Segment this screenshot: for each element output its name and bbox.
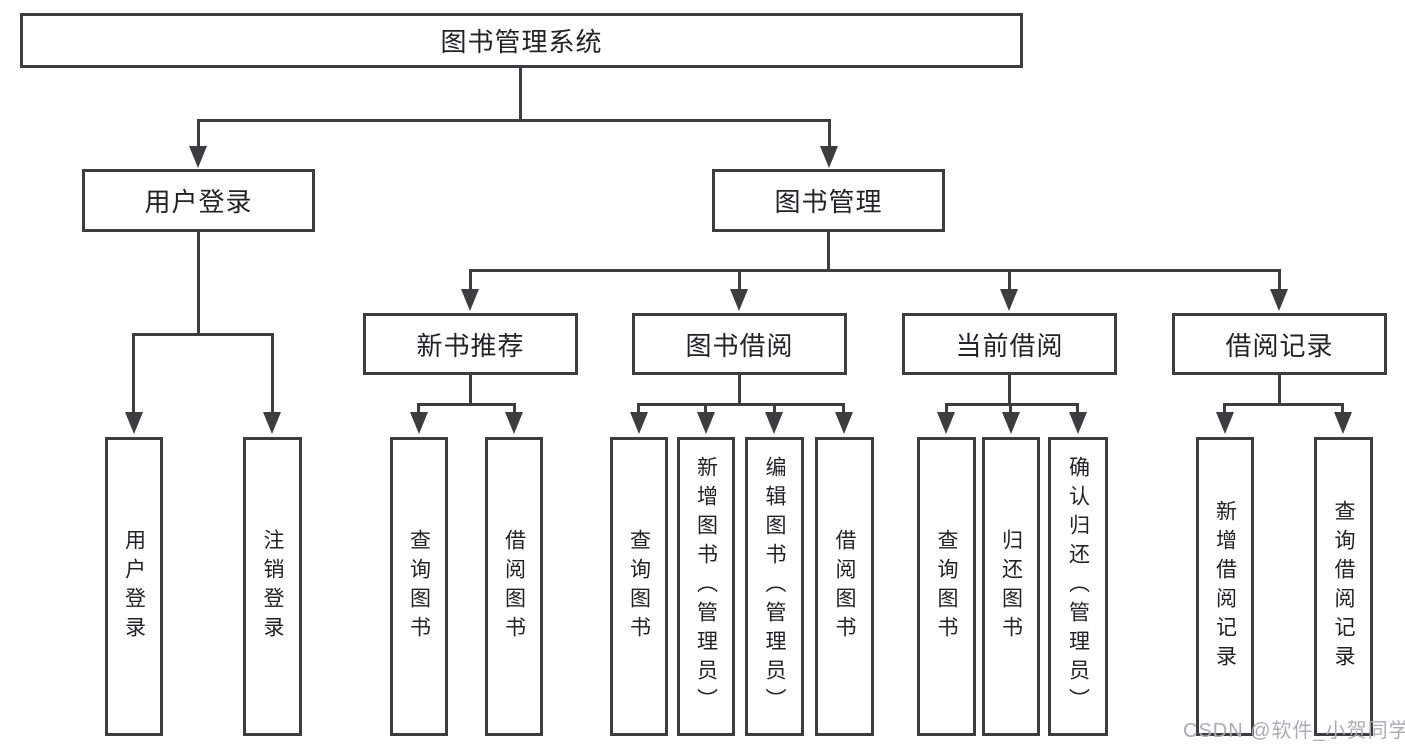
arrow-down-icon (765, 412, 783, 434)
leaf-confirm-return-admin-label: 确认归还（管理员） (1066, 456, 1090, 717)
arrow-down-icon (820, 146, 838, 168)
connector-line (197, 232, 200, 336)
arrow-down-icon (1069, 412, 1087, 434)
leaf-add-borrow-record: 新增借阅记录 (1196, 437, 1254, 736)
connector-line (1008, 269, 1011, 293)
connector-line (637, 403, 640, 417)
connector-line (417, 403, 420, 417)
connector-line (417, 403, 516, 406)
leaf-borrow-books-recommend-label: 借阅图书 (502, 528, 526, 645)
arrow-down-icon (630, 412, 648, 434)
connector-line (132, 333, 273, 336)
arrow-down-icon (835, 412, 853, 434)
connector-line (197, 119, 200, 149)
leaf-borrow-books-borrowing: 借阅图书 (815, 437, 874, 736)
arrow-down-icon (1334, 412, 1352, 434)
arrow-down-icon (1270, 289, 1288, 311)
leaf-query-books-recommend: 查询图书 (390, 437, 448, 736)
leaf-query-books-current-label: 查询图书 (935, 528, 958, 645)
connector-line (1076, 403, 1079, 417)
arrow-down-icon (410, 412, 428, 434)
arrow-down-icon (937, 412, 955, 434)
leaf-query-borrow-record-label: 查询借阅记录 (1332, 499, 1355, 674)
leaf-logout: 注销登录 (243, 437, 302, 736)
connector-line (1223, 403, 1344, 406)
connector-line (827, 232, 830, 272)
leaf-edit-books-admin-label: 编辑图书（管理员） (763, 456, 786, 717)
node-book-borrowing: 图书借阅 (632, 313, 847, 375)
connector-line (469, 375, 472, 406)
connector-line (828, 119, 831, 149)
leaf-query-borrow-record: 查询借阅记录 (1314, 437, 1373, 736)
arrow-down-icon (263, 412, 281, 434)
leaf-query-books-current: 查询图书 (917, 437, 976, 736)
node-current-borrowing: 当前借阅 (902, 313, 1117, 375)
arrow-down-icon (505, 412, 523, 434)
connector-line (519, 68, 522, 121)
leaf-return-books-label: 归还图书 (999, 528, 1023, 645)
arrow-down-icon (730, 289, 748, 311)
connector-line (1223, 403, 1226, 417)
leaf-add-books-admin: 新增图书（管理员） (677, 437, 735, 736)
connector-line (469, 269, 472, 293)
connector-line (738, 375, 741, 406)
connector-line (271, 333, 274, 415)
node-borrowing-records: 借阅记录 (1172, 313, 1387, 375)
connector-line (197, 119, 831, 122)
connector-line (704, 403, 707, 417)
arrow-down-icon (697, 412, 715, 434)
leaf-user-login: 用户登录 (105, 437, 163, 736)
node-library-management-system: 图书管理系统 (20, 13, 1023, 68)
connector-line (842, 403, 845, 417)
node-user-login: 用户登录 (82, 169, 315, 232)
leaf-add-books-admin-label: 新增图书（管理员） (694, 456, 718, 717)
connector-line (945, 403, 948, 417)
connector-line (637, 403, 845, 406)
leaf-borrow-books-recommend: 借阅图书 (485, 437, 543, 736)
connector-line (513, 403, 516, 417)
connector-line (773, 403, 776, 417)
leaf-query-books-borrowing-label: 查询图书 (627, 528, 651, 645)
leaf-add-borrow-record-label: 新增借阅记录 (1213, 499, 1237, 674)
leaf-query-books-borrowing: 查询图书 (610, 437, 668, 736)
node-book-management: 图书管理 (712, 169, 945, 232)
connector-line (469, 269, 1281, 272)
leaf-logout-label: 注销登录 (261, 528, 284, 645)
connector-line (1278, 375, 1281, 406)
connector-line (1341, 403, 1344, 417)
arrow-down-icon (1216, 412, 1234, 434)
leaf-query-books-recommend-label: 查询图书 (407, 528, 431, 645)
leaf-edit-books-admin: 编辑图书（管理员） (745, 437, 804, 736)
connector-line (1009, 403, 1012, 417)
arrow-down-icon (125, 412, 143, 434)
connector-line (1278, 269, 1281, 293)
arrow-down-icon (189, 146, 207, 168)
arrow-down-icon (461, 289, 479, 311)
arrow-down-icon (1002, 412, 1020, 434)
connector-line (738, 269, 741, 293)
leaf-user-login-label: 用户登录 (122, 528, 146, 645)
leaf-confirm-return-admin: 确认归还（管理员） (1048, 437, 1108, 736)
arrow-down-icon (1000, 289, 1018, 311)
leaf-borrow-books-borrowing-label: 借阅图书 (833, 528, 856, 645)
watermark: CSDN @软件_小贺同学 (1183, 720, 1405, 742)
node-new-book-recommendation: 新书推荐 (363, 313, 578, 375)
leaf-return-books: 归还图书 (982, 437, 1040, 736)
connector-line (132, 333, 135, 415)
connector-line (1008, 375, 1011, 406)
